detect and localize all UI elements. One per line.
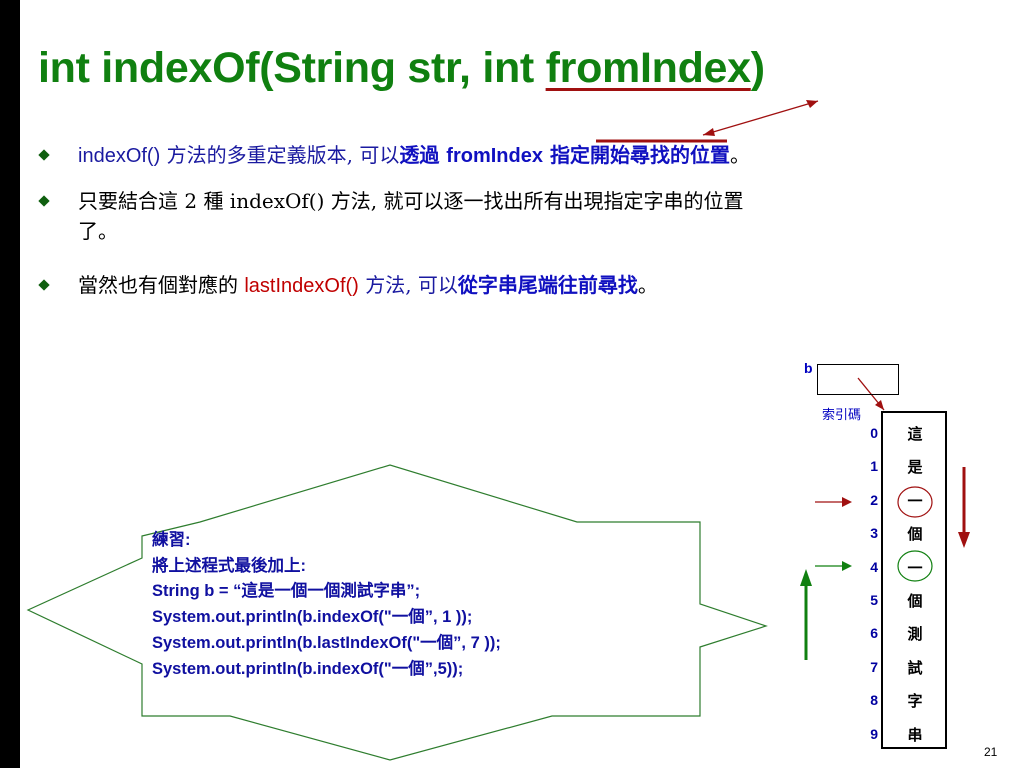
practice-line: 練習: bbox=[152, 531, 191, 549]
variable-b-label: b bbox=[804, 360, 813, 376]
index-number: 3 bbox=[870, 525, 878, 542]
practice-callout-shape bbox=[26, 464, 768, 761]
arrowhead-left bbox=[703, 128, 715, 136]
string-char: 一 bbox=[907, 491, 923, 510]
bullet-2-line2: 了。 bbox=[78, 219, 118, 243]
practice-line: System.out.println(b.indexOf("一個”,5)); bbox=[152, 659, 464, 678]
practice-line: System.out.println(b.lastIndexOf("一個”, 7… bbox=[152, 633, 501, 652]
bullet-segment: 方法, 可以 bbox=[358, 273, 458, 297]
circle-index2 bbox=[897, 486, 933, 518]
bullet-segment: 方法的多重定義版本, 可以 bbox=[160, 143, 400, 167]
practice-text: 練習: 將上述程式最後加上: String b = “這是一個一個測試字串”; … bbox=[152, 528, 501, 682]
index-number: 0 bbox=[870, 425, 878, 441]
index-number: 7 bbox=[870, 658, 878, 675]
index-label: 索引碼 bbox=[822, 408, 862, 423]
circle-index4 bbox=[897, 550, 933, 582]
index-number: 2 bbox=[870, 491, 878, 508]
bullet-segment: fromIndex bbox=[446, 145, 543, 167]
b-pointer-arrowhead bbox=[875, 400, 884, 410]
title-param: fromIndex bbox=[545, 44, 751, 92]
slide-title: int indexOf(String str, int fromIndex) bbox=[38, 44, 765, 93]
string-char: 這 bbox=[907, 425, 923, 443]
index4-arrowhead bbox=[842, 561, 852, 571]
bullet-2-line1: 只要結合這 2 種 indexOf() 方法, 就可以逐一找出所有出現指定字串的… bbox=[78, 189, 744, 213]
string-char-box bbox=[881, 411, 947, 749]
bullet-segment: indexOf() bbox=[78, 145, 161, 167]
backward-search-arrowhead bbox=[800, 569, 812, 586]
bullet-segment: 當然也有個對應的 bbox=[78, 273, 245, 297]
title-suffix: ) bbox=[750, 44, 765, 92]
index-number: 1 bbox=[870, 458, 878, 475]
string-char: 試 bbox=[907, 658, 923, 677]
string-char: 串 bbox=[907, 725, 923, 744]
index-number: 8 bbox=[870, 692, 878, 709]
bullet-segment: lastIndexOf() bbox=[244, 275, 359, 297]
title-prefix: int indexOf(String str, int bbox=[38, 44, 546, 92]
string-char: 測 bbox=[907, 625, 923, 644]
index-number: 5 bbox=[870, 592, 878, 608]
left-edge-bar bbox=[0, 0, 20, 768]
string-char: 字 bbox=[907, 692, 923, 711]
index-number: 9 bbox=[870, 725, 878, 742]
string-char: 是 bbox=[907, 458, 923, 477]
bullet-segment: 指定開始尋找的位置 bbox=[542, 143, 730, 167]
index-number: 4 bbox=[870, 558, 878, 575]
forward-search-arrowhead bbox=[958, 532, 970, 548]
practice-line: System.out.println(b.indexOf("一個”, 1 )); bbox=[152, 608, 473, 627]
bullet-segment: 從字串尾端往前尋找 bbox=[457, 273, 638, 297]
bullet-segment: 。 bbox=[637, 273, 658, 297]
index-number: 6 bbox=[870, 625, 878, 642]
double-arrow bbox=[702, 100, 819, 136]
practice-line: String b = “這是一個一個測試字串”; bbox=[152, 582, 421, 601]
variable-b-box bbox=[817, 364, 899, 395]
practice-line: 將上述程式最後加上: bbox=[152, 556, 306, 575]
page-number: 21 bbox=[984, 745, 998, 759]
string-char: 個 bbox=[907, 525, 923, 544]
arrowhead-right bbox=[806, 100, 818, 108]
string-char: 個 bbox=[907, 592, 923, 610]
index2-arrowhead bbox=[842, 497, 852, 507]
bullet-segment: 。 bbox=[729, 143, 750, 167]
bullet-3-text: 當然也有個對應的 lastIndexOf() 方法, 可以從字串尾端往前尋找。 bbox=[78, 270, 658, 301]
bullet-1-text: indexOf() 方法的多重定義版本, 可以透過 fromIndex 指定開始… bbox=[78, 140, 750, 171]
bullet-segment: 透過 bbox=[399, 143, 447, 167]
string-char: 一 bbox=[907, 558, 923, 577]
